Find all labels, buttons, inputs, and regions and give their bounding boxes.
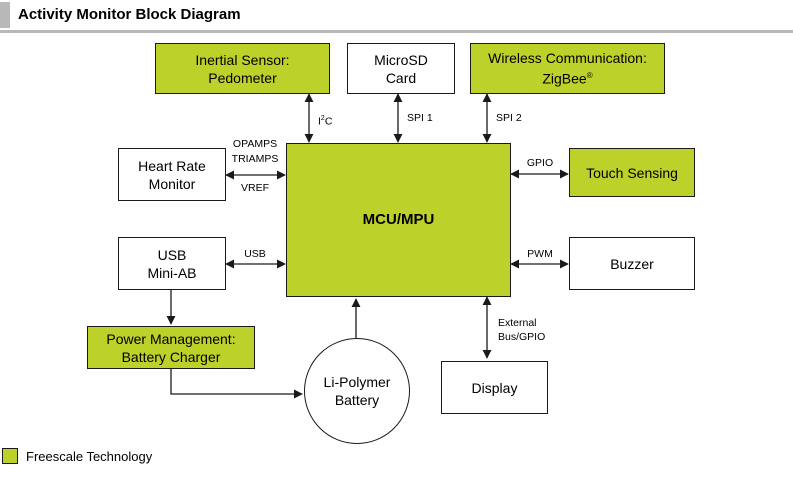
usb-mini-ab-block: USB Mini-AB — [118, 237, 226, 290]
power-line2: Battery Charger — [121, 348, 221, 365]
i2c-suffix: C — [324, 115, 333, 128]
power-management-block: Power Management: Battery Charger — [87, 326, 255, 369]
li-polymer-battery: Li-Polymer Battery — [304, 338, 410, 444]
opamps-label: OPAMPS — [232, 138, 278, 150]
display-label: Display — [471, 379, 518, 396]
external-bus-label-line2: Bus/GPIO — [498, 331, 546, 343]
usb-link-label: USB — [244, 248, 266, 260]
inertial-sensor-block: Inertial Sensor: Pedometer — [155, 43, 330, 94]
external-bus-label-line1: External — [498, 317, 537, 329]
mcu-label: MCU/MPU — [362, 211, 435, 228]
legend-swatch — [2, 448, 18, 464]
wireless-line1: Wireless Communication: — [488, 50, 647, 67]
legend-label: Freescale Technology — [26, 449, 153, 464]
spi1-label: SPI 1 — [407, 112, 433, 124]
gpio-label: GPIO — [526, 157, 554, 169]
wireless-line2-wrap: ZigBee® — [542, 67, 592, 88]
usb-line2: Mini-AB — [147, 264, 197, 281]
heart-rate-line2: Monitor — [148, 175, 196, 192]
battery-line1: Li-Polymer — [323, 374, 391, 390]
power-line1: Power Management: — [106, 330, 236, 347]
microsd-line2: Card — [385, 69, 417, 86]
inertial-sensor-line1: Inertial Sensor: — [195, 51, 290, 68]
heart-rate-line1: Heart Rate — [138, 157, 206, 174]
vref-label: VREF — [240, 182, 269, 194]
charger-to-battery-connector — [170, 369, 303, 399]
microsd-line1: MicroSD — [374, 51, 428, 68]
wireless-line2: ZigBee — [542, 70, 587, 87]
touch-sensing-block: Touch Sensing — [569, 148, 695, 197]
pwm-label: PWM — [527, 248, 553, 260]
buzzer-label: Buzzer — [610, 255, 654, 272]
usb-line1: USB — [157, 246, 187, 263]
microsd-card-block: MicroSD Card — [347, 43, 455, 94]
header-accent-bar — [0, 2, 10, 28]
registered-mark: ® — [586, 71, 593, 81]
inertial-sensor-line2: Pedometer — [208, 69, 277, 86]
heart-rate-monitor-block: Heart Rate Monitor — [118, 148, 226, 201]
header-divider — [0, 30, 793, 33]
battery-line2: Battery — [334, 392, 380, 408]
wireless-communication-block: Wireless Communication: ZigBee® — [470, 43, 665, 94]
i2c-prefix: I — [318, 115, 321, 128]
diagram-header: Activity Monitor Block Diagram — [0, 0, 793, 33]
spi2-label: SPI 2 — [496, 112, 522, 124]
buzzer-block: Buzzer — [569, 237, 695, 290]
triamps-label: TRIAMPS — [231, 153, 279, 165]
mcu-mpu-block: MCU/MPU — [286, 143, 511, 297]
diagram-title: Activity Monitor Block Diagram — [18, 6, 241, 23]
touch-sensing-label: Touch Sensing — [586, 164, 678, 181]
display-block: Display — [441, 361, 548, 414]
i2c-sup: 2 — [320, 115, 325, 122]
i2c-label: I2C — [318, 112, 332, 129]
